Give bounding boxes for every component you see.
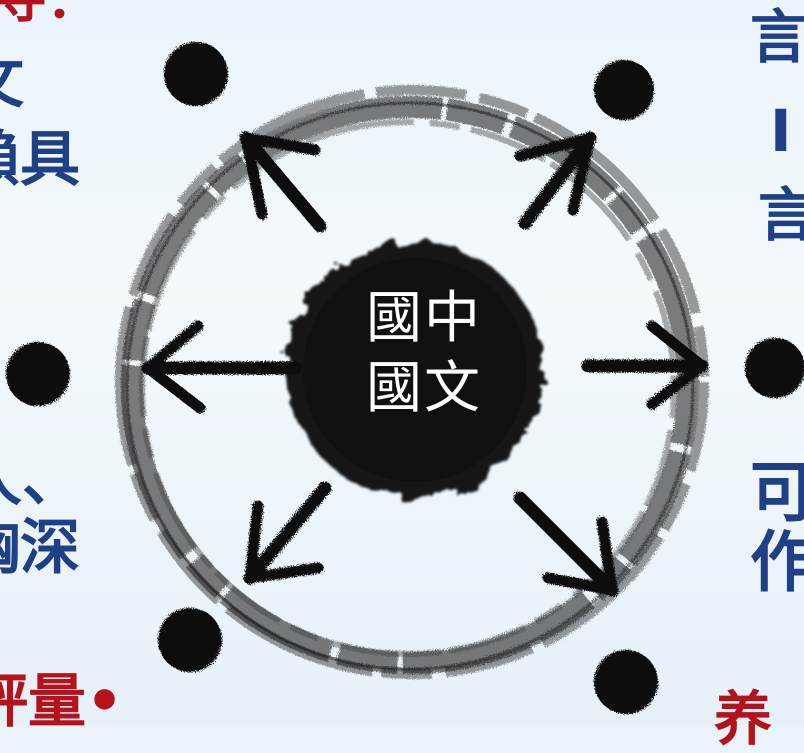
fragment-left-2: 賴具 (0, 125, 80, 195)
dot-bottom-left (158, 608, 222, 672)
fragment-right-5: 作 (750, 524, 804, 601)
fragment-left-4: 胸深 (0, 513, 80, 583)
fragment-bottom-right: 养 (714, 685, 773, 753)
center-title: 國中 國文 (366, 284, 516, 424)
arrow-left (141, 320, 303, 414)
arrow-up-right (514, 131, 597, 230)
arrow-down-left (243, 481, 332, 585)
dot-bottom-right (594, 650, 658, 714)
arrow-right (581, 320, 709, 410)
arrows (141, 131, 709, 597)
center-title-line-2: 國文 (366, 356, 482, 421)
fragment-right-1: 言 (750, 3, 804, 71)
dot-left (6, 342, 70, 406)
dot-top-left (164, 42, 228, 106)
fragment-left-1: 文 (0, 52, 24, 112)
fragment-left-3: 人、 (0, 445, 82, 515)
fragment-right-2: I (770, 97, 792, 165)
dot-right (745, 338, 804, 398)
center-ink-blot (287, 242, 543, 498)
center-title-line-1: 國中 (366, 286, 482, 351)
ink-circle-diagram (6, 42, 804, 714)
fragment-right-3: 言 (758, 181, 804, 249)
dot-top-right (594, 60, 654, 120)
fragment-bottom-left: 評量• (0, 667, 124, 735)
arrow-down-right (513, 491, 619, 597)
fragment-right-4: 可 (750, 454, 804, 531)
ink-dots (6, 42, 804, 714)
fragment-top-left: 寻： (0, 0, 100, 26)
arrow-up-left (239, 131, 327, 233)
